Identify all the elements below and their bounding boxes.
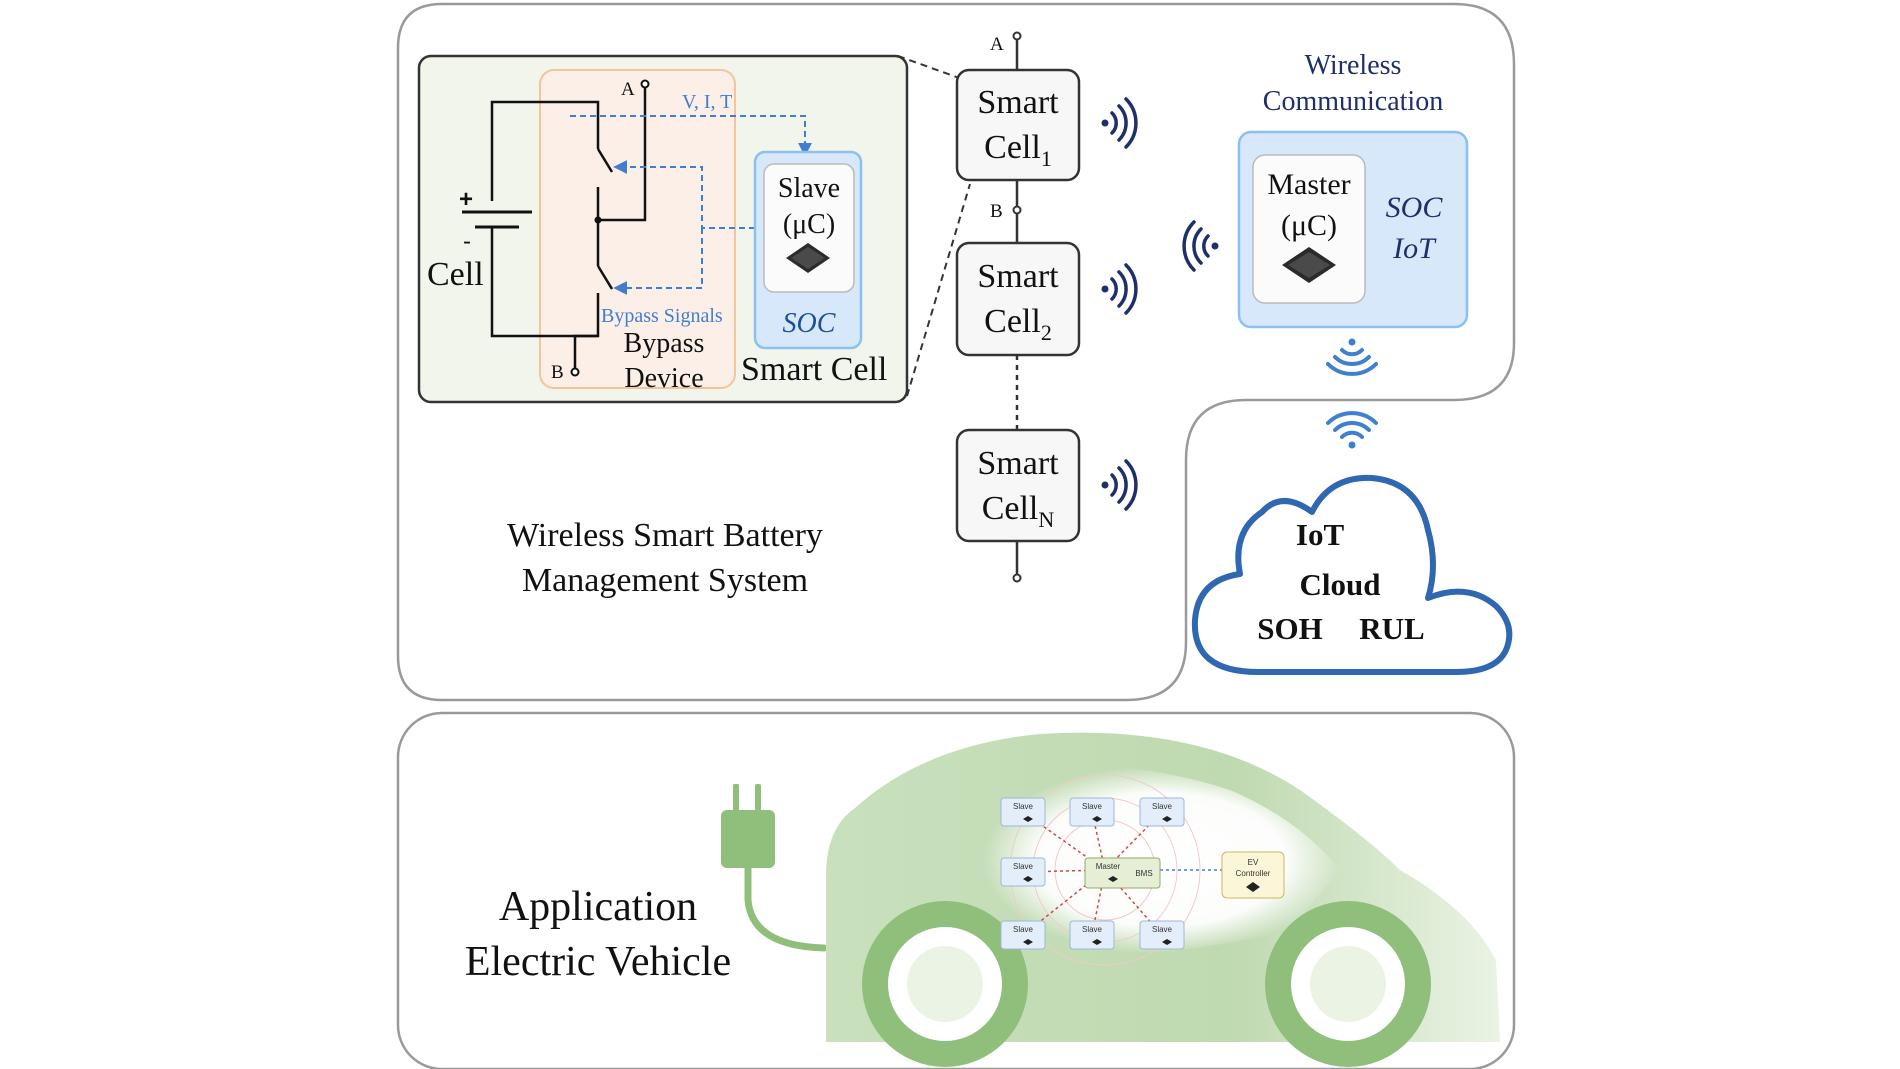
- circuit-terminal-b: B: [551, 362, 564, 383]
- ev-slave-node-4: Slave: [1000, 857, 1046, 887]
- terminal-b-dot: [570, 367, 580, 377]
- circuit-terminal-a: A: [621, 79, 635, 100]
- master-chip-card: [1252, 154, 1366, 304]
- bypass-device-label-2: Device: [624, 363, 703, 394]
- master-iot-label: IoT: [1392, 232, 1437, 265]
- cell-plus-sign: +: [459, 186, 473, 213]
- wireless-icon-cloud-up: [1326, 411, 1378, 449]
- wireless-title-1: Wireless: [1305, 50, 1402, 81]
- smart-cell-2-line2: Cell2: [984, 303, 1052, 345]
- wireless-icon-cell-1: [1101, 97, 1138, 149]
- master-label-1: Master: [1267, 168, 1350, 201]
- string-terminal-b-dot: [1012, 205, 1022, 215]
- smart-cell-1-line2: Cell1: [984, 129, 1052, 171]
- smart-cell-n-line2: CellN: [982, 490, 1055, 532]
- ev-slave-node-3: Slave: [1139, 797, 1185, 827]
- slave-chip-card: [763, 163, 855, 293]
- master-label-2: (μC): [1281, 209, 1337, 242]
- ev-slave-label-7: Slave: [1152, 925, 1173, 934]
- slave-label-2: (μC): [783, 209, 835, 240]
- smart-cell-n: Smart CellN: [955, 428, 1081, 543]
- vit-signal-line: [570, 115, 812, 157]
- cell-minus-sign: -: [463, 228, 471, 255]
- bypass-device-label-1: Bypass: [624, 328, 705, 359]
- bypass-signal-line-lower: [613, 228, 703, 295]
- wireless-icon-master: [1182, 220, 1219, 272]
- bypass-signals-label: Bypass Signals: [601, 305, 723, 327]
- wireless-title-2: Communication: [1263, 86, 1443, 117]
- vit-label: V, I, T: [682, 91, 732, 113]
- ev-controller-label-1: EV: [1248, 858, 1259, 867]
- terminal-a-dot: [640, 79, 650, 89]
- ev-slave-label-2: Slave: [1082, 802, 1103, 811]
- slave-label-1: Slave: [778, 173, 840, 204]
- ev-bms-label: BMS: [1135, 869, 1152, 878]
- node-dot: [594, 216, 602, 224]
- cloud-soh-label: SOH: [1257, 611, 1322, 646]
- charging-plug-icon: [721, 784, 828, 952]
- ev-slave-label-6: Slave: [1082, 925, 1103, 934]
- battery-panel-title-1: Wireless Smart Battery: [507, 517, 823, 554]
- slave-chip-icon: [786, 243, 830, 273]
- circuit-wires: [490, 87, 647, 370]
- string-terminal-a: A: [990, 34, 1004, 55]
- ev-slave-label-4: Slave: [1013, 862, 1034, 871]
- battery-panel-title-2: Management System: [522, 562, 808, 599]
- ev-slave-node-6: Slave: [1069, 920, 1115, 950]
- ev-slave-node-5: Slave: [1000, 920, 1046, 950]
- cloud-rul-label: RUL: [1359, 611, 1424, 646]
- master-chip-icon: [1282, 247, 1336, 283]
- smart-cell-2-line1: Smart: [977, 258, 1059, 295]
- smart-cell-2: Smart Cell2: [955, 241, 1081, 357]
- wireless-icon-cell-n: [1101, 459, 1138, 511]
- ev-controller-node: EV Controller: [1221, 851, 1285, 899]
- cloud-iot-label: IoT: [1296, 517, 1345, 552]
- wireless-icon-master-down: [1326, 338, 1378, 376]
- application-title-1: Application: [499, 884, 697, 930]
- ev-master-label: Master: [1096, 862, 1121, 871]
- application-title-2: Electric Vehicle: [465, 939, 731, 985]
- smart-cell-1-line1: Smart: [977, 84, 1059, 121]
- string-terminal-a-dot: [1012, 31, 1022, 41]
- ev-master-node: Master BMS: [1084, 857, 1161, 889]
- string-end-dot: [1012, 573, 1022, 583]
- iot-cloud-shape: [1191, 474, 1513, 675]
- wireless-icon-cell-2: [1101, 263, 1138, 315]
- smart-cell-label: Smart Cell: [741, 351, 887, 388]
- ev-slave-node-1: Slave: [1000, 797, 1046, 827]
- ev-slave-node-2: Slave: [1069, 797, 1115, 827]
- ev-slave-label-5: Slave: [1013, 925, 1034, 934]
- ev-slave-node-7: Slave: [1139, 920, 1185, 950]
- cloud-cloud-label: Cloud: [1300, 567, 1381, 602]
- ev-slave-label-3: Slave: [1152, 802, 1173, 811]
- ev-slave-label-1: Slave: [1013, 802, 1034, 811]
- electric-vehicle-illustration: [826, 732, 1500, 1067]
- smart-cell-1: Smart Cell1: [955, 68, 1081, 182]
- zoom-line-bottom: [906, 183, 971, 397]
- ev-controller-label-2: Controller: [1236, 869, 1271, 878]
- master-soc-label: SOC: [1386, 191, 1444, 224]
- slave-soc-label: SOC: [783, 308, 836, 339]
- bypass-signal-line: [613, 160, 755, 229]
- smart-cell-n-line1: Smart: [977, 445, 1059, 482]
- string-terminal-b: B: [990, 201, 1003, 222]
- cell-label: Cell: [427, 256, 484, 293]
